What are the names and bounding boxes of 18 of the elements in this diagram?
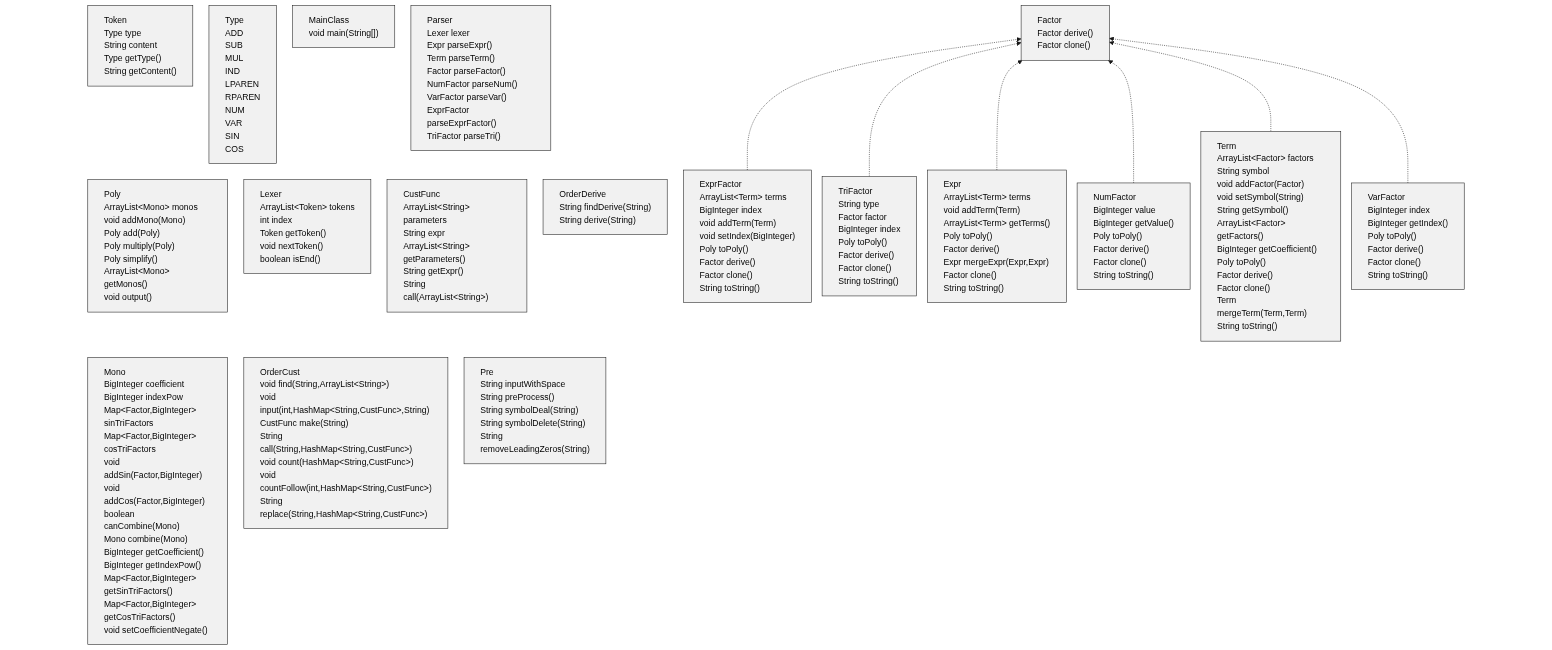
node-box: CustFunc ArrayList<String> parameters String expr ArrayList<String> getParameters() String getExpr() String call(ArrayList<String>) — [386, 179, 528, 313]
node-box: MainClass void main(String[]) — [292, 5, 396, 48]
node-box: VarFactor BigInteger index BigInteger getIndex() Poly toPoly() Factor derive() Factor clone() String toString() — [1351, 182, 1465, 290]
node-box: OrderDerive String findDerive(String) String derive(String) — [542, 179, 668, 235]
node-box: Expr ArrayList<Term> terms void addTerm(Term) ArrayList<Term> getTerms() Poly toPoly() Factor derive() Expr mergeExpr(Expr,Expr) Factor clone() String toString() — [927, 169, 1067, 303]
node-box: OrderCust void find(String,ArrayList<String>) void input(int,HashMap<String,CustFunc>,String) CustFunc make(String) String call(String,HashMap<String,CustFunc>) void count(HashMap<String,CustFunc>) void countFollow(int,HashMap<String,CustFunc>) String replace(String,HashMap<String,CustFunc>) — [243, 357, 449, 529]
node-box: Type ADD SUB MUL IND LPAREN RPAREN NUM VAR SIN COS — [208, 5, 277, 164]
node-box: Mono BigInteger coefficient BigInteger indexPow Map<Factor,BigInteger> sinTriFactors Map<Factor,BigInteger> cosTriFactors void addSin(Factor,BigInteger) void addCos(Factor,BigInteger) boolean canCombine(Mono) Mono combine(Mono) BigInteger getCoefficient() BigInteger getIndexPow() Map<Factor,BigInteger> getSinTriFactors() Map<Factor,BigInteger> getCosTriFactors() void setCoefficientNegate() — [87, 357, 228, 645]
node-box: NumFactor BigInteger value BigInteger getValue() Poly toPoly() Factor derive() Factor clone() String toString() — [1076, 182, 1191, 290]
node-box: Lexer ArrayList<Token> tokens int index Token getToken() void nextToken() boolean isEnd() — [243, 179, 372, 274]
node-box: Poly ArrayList<Mono> monos void addMono(Mono) Poly add(Poly) Poly multiply(Poly) Poly simplify() ArrayList<Mono> getMonos() void output() — [87, 179, 228, 313]
node-box: ExprFactor ArrayList<Term> terms BigInteger index void addTerm(Term) void setIndex(BigInteger) Poly toPoly() Factor derive() Factor clone() String toString() — [683, 169, 812, 303]
node-box: Term ArrayList<Factor> factors String symbol void addFactor(Factor) void setSymbol(String) String getSymbol() ArrayList<Factor> getFactors() BigInteger getCoefficient() Poly toPoly() Factor derive() Factor clone() Term mergeTerm(Term,Term) String toString() — [1200, 131, 1342, 342]
node-box: Token Type type String content Type getType() String getContent() — [87, 5, 194, 87]
node-box: Factor Factor derive() Factor clone() — [1020, 5, 1110, 61]
node-box: TriFactor String type Factor factor BigInteger index Poly toPoly() Factor derive() Factor clone() String toString() — [821, 176, 917, 297]
node-box: Pre String inputWithSpace String preProcess() String symbolDeal(String) String symbolDelete(String) String removeLeadingZeros(String) — [463, 357, 607, 465]
node-box: Parser Lexer lexer Expr parseExpr() Term parseTerm() Factor parseFactor() NumFactor parseNum() VarFactor parseVar() ExprFactor parseExprFactor() TriFactor parseTri() — [410, 5, 552, 151]
